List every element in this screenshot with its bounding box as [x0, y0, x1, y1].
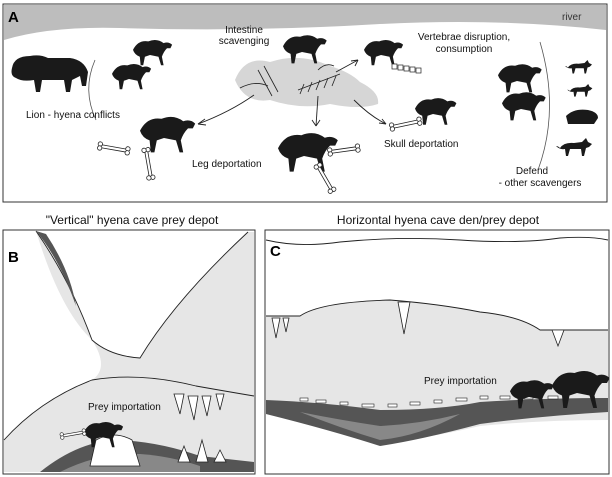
panel-c-letter: C: [270, 243, 281, 260]
bone-cone: [89, 434, 141, 467]
cave-interior: [4, 231, 254, 472]
movement-arrows: [197, 59, 387, 127]
river-label: river: [562, 12, 582, 23]
panel-c-title: Horizontal hyena cave den/prey depot: [337, 213, 540, 227]
carcass-area: [235, 57, 379, 107]
panel-b: "Vertical" hyena cave prey depot Prey im…: [2, 213, 256, 475]
intestine-label-1: Intestine: [225, 25, 263, 36]
vertebrae-column: [391, 63, 422, 74]
panel-a: A river: [2, 3, 608, 203]
bone-scatter-c: [299, 395, 559, 408]
vertebrae-label-1: Vertebrae disruption,: [418, 32, 510, 43]
stalactites-b: [173, 393, 225, 421]
lion-silhouette: [11, 55, 88, 92]
panel-c: Horizontal hyena cave den/prey depot Pre…: [264, 213, 610, 475]
vertebrae-label-2: consumption: [436, 44, 493, 55]
defend-divider: [537, 41, 550, 171]
carcass-skeleton: [239, 64, 341, 97]
panel-b-letter: B: [8, 249, 19, 266]
lion-hyena-label: Lion - hyena conflicts: [26, 110, 120, 121]
panel-b-title: "Vertical" hyena cave prey depot: [46, 213, 219, 227]
intestine-label-2: scavenging: [219, 36, 270, 47]
skull-label: Skull deportation: [384, 139, 459, 150]
leg-label: Leg deportation: [192, 159, 262, 170]
panel-b-importation-label: Prey importation: [88, 402, 161, 413]
panel-a-letter: A: [8, 9, 19, 26]
badger-silhouette: [566, 109, 598, 124]
river-band: [4, 5, 606, 40]
defend-label-1: Defend: [516, 166, 548, 177]
ground-surface-c: [265, 236, 609, 246]
lion-hyena-divider: [88, 59, 97, 121]
sediment-inner-c: [300, 412, 460, 440]
panel-c-importation-label: Prey importation: [424, 376, 497, 387]
stalagmites-b: [177, 438, 227, 463]
cave-ceiling-c: [266, 299, 608, 331]
stalactites-c: [271, 301, 565, 348]
cave-shaft-outline: [35, 230, 249, 359]
cave-chamber-outline: [3, 376, 255, 441]
defend-label-2: - other scavengers: [499, 178, 582, 189]
